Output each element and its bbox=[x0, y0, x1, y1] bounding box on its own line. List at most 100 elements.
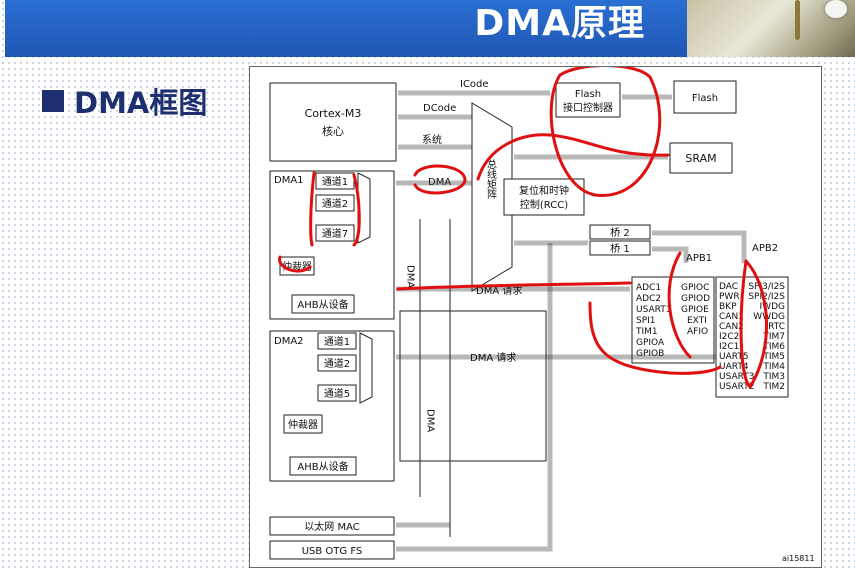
annotation-apb1 bbox=[667, 251, 692, 359]
apb2-bus-arrow bbox=[652, 230, 747, 263]
apb1-left-1: ADC2 bbox=[636, 294, 661, 304]
dma2-mux bbox=[359, 332, 373, 404]
bus-matrix-label: 总线矩阵 bbox=[485, 158, 497, 200]
slide-title: DMA原理 bbox=[474, 3, 645, 44]
section-heading-text: DMA框图 bbox=[74, 86, 208, 120]
dma-block-diagram: Cortex-M3 核心 ICode DCode 系统 总线矩阵 DMA Fla… bbox=[249, 66, 822, 568]
flash-box bbox=[673, 80, 737, 114]
title-bar: DMA原理 bbox=[5, 0, 855, 57]
rcc-line2: 控制(RCC) bbox=[520, 198, 568, 211]
dma1-channel2-box bbox=[315, 194, 355, 212]
rcc-box bbox=[503, 178, 585, 216]
dma1-channel7-box bbox=[315, 224, 355, 242]
bridge2-label: 桥 2 bbox=[610, 227, 630, 239]
annotation-path-to-sram bbox=[476, 133, 670, 181]
apb1-label: APB1 bbox=[686, 253, 712, 264]
photo-stem bbox=[795, 0, 800, 40]
dma2-arbiter: 仲裁器 bbox=[288, 418, 318, 431]
apb2-left-5: I2C2 bbox=[719, 332, 739, 342]
apb1-right-1: GPIOD bbox=[681, 294, 710, 304]
apb1-left-5: GPIOA bbox=[636, 338, 665, 348]
annotation-flash-circle bbox=[549, 67, 662, 197]
bridge1-box bbox=[589, 240, 651, 256]
apb1-left-2: USART1 bbox=[636, 305, 671, 315]
apb1-right-4: AFIO bbox=[687, 327, 708, 337]
flash-if-line2: 接口控制器 bbox=[563, 101, 613, 114]
apb1-left-4: TIM1 bbox=[635, 327, 658, 337]
dma2-channel2-box bbox=[317, 354, 357, 372]
usb-otg-label: USB OTG FS bbox=[302, 546, 363, 557]
dma2-ahb-slave: AHB从设备 bbox=[297, 460, 348, 473]
apb1-right-2: GPIOE bbox=[681, 305, 709, 315]
apb2-right-8: TIM4 bbox=[762, 362, 785, 372]
annotation-apb2 bbox=[739, 259, 768, 389]
apb1-left-6: GPIOB bbox=[636, 349, 664, 359]
bridge1-label: 桥 1 bbox=[610, 243, 630, 255]
dma1-label: DMA1 bbox=[274, 175, 304, 186]
annotation-request-line bbox=[396, 281, 632, 291]
dma-vertical-label-2: DMA bbox=[425, 409, 436, 432]
cortex-sub: 核心 bbox=[322, 124, 344, 138]
apb2-left-7: UART5 bbox=[719, 352, 749, 362]
apb2-left-3: CAN1 bbox=[719, 312, 744, 322]
section-heading: DMA框图 bbox=[42, 80, 207, 122]
apb2-left-6: I2C1 bbox=[719, 342, 739, 352]
bridge2-box bbox=[589, 224, 651, 240]
apb2-right-1: SPI2/I2S bbox=[748, 292, 785, 302]
apb2-right-4: RTC bbox=[768, 322, 785, 332]
dma2-label: DMA2 bbox=[274, 336, 304, 347]
dma2-channel2: 通道2 bbox=[324, 357, 350, 370]
bus-matrix bbox=[471, 102, 513, 292]
dma2-channel5: 通道5 bbox=[324, 387, 350, 400]
cortex-name: Cortex-M3 bbox=[305, 107, 362, 120]
ethernet-mac-label: 以太网 MAC bbox=[304, 520, 359, 533]
apb2-right-10: TIM2 bbox=[762, 382, 785, 392]
apb2-right-6: TIM6 bbox=[762, 342, 785, 352]
system-bus-label: 系统 bbox=[422, 133, 442, 146]
header-photo bbox=[687, 0, 855, 57]
peripheral-bus-frame bbox=[399, 310, 547, 462]
ethernet-mac-box bbox=[269, 516, 395, 536]
apb2-left-8: UART4 bbox=[719, 362, 749, 372]
flash-interface-box bbox=[555, 82, 621, 118]
apb1-bus-arrow bbox=[652, 246, 689, 263]
apb2-peripheral-box bbox=[715, 276, 789, 398]
apb2-left-2: BKP bbox=[719, 302, 737, 312]
annotation-loop bbox=[588, 301, 722, 375]
dma1-channel7: 通道7 bbox=[322, 227, 348, 240]
apb1-left-0: ADC1 bbox=[636, 283, 661, 293]
sram-box bbox=[669, 142, 733, 174]
apb2-right-5: TIM7 bbox=[762, 332, 785, 342]
apb2-left-4: CAN2 bbox=[719, 322, 744, 332]
dma-vertical-label-1: DMA bbox=[405, 265, 416, 288]
cortex-m3-box bbox=[269, 82, 397, 162]
annotation-dma-circle bbox=[413, 164, 467, 195]
apb2-right-9: TIM3 bbox=[762, 372, 785, 382]
apb1-left-3: SPI1 bbox=[636, 316, 656, 326]
dma2-ahb-slave-box bbox=[289, 456, 357, 476]
dma1-channel1: 通道1 bbox=[322, 175, 348, 188]
annotation-arbiter bbox=[278, 255, 312, 273]
dma-request-label-2: DMA 请求 bbox=[470, 351, 516, 364]
apb2-right-3: WWDG bbox=[753, 312, 785, 322]
apb1-right-0: GPIOC bbox=[681, 283, 709, 293]
dma1-ahb-slave: AHB从设备 bbox=[297, 298, 348, 311]
apb2-left-10: USART2 bbox=[719, 382, 754, 392]
figure-id: ai15811 bbox=[782, 554, 815, 563]
dma2-channel1-box bbox=[317, 332, 357, 350]
icode-label: ICode bbox=[460, 79, 489, 90]
apb2-right-0: SPI3/I2S bbox=[748, 282, 785, 292]
apb1-right-3: EXTI bbox=[687, 316, 707, 326]
rcc-line1: 复位和时钟 bbox=[519, 184, 569, 197]
dcode-label: DCode bbox=[423, 103, 456, 114]
dma2-channel5-box bbox=[317, 384, 357, 402]
diagram-canvas: Cortex-M3 核心 ICode DCode 系统 总线矩阵 DMA Fla… bbox=[269, 67, 815, 563]
dma-bus-label: DMA bbox=[428, 177, 451, 188]
photo-ball bbox=[825, 0, 847, 18]
dma2-arbiter-box bbox=[283, 414, 323, 434]
flash-label: Flash bbox=[692, 93, 718, 104]
apb2-right-2: IWDG bbox=[760, 302, 785, 312]
usb-otg-box bbox=[269, 540, 395, 560]
apb2-label: APB2 bbox=[752, 243, 778, 254]
usb-arrow bbox=[396, 243, 553, 552]
